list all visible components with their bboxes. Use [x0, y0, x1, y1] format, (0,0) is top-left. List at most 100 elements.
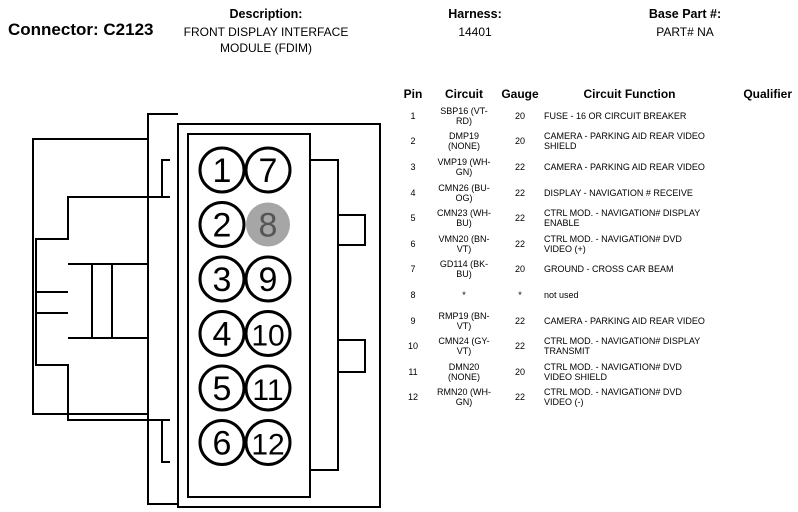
table-row: 6 VMN20 (BN-VT) 22 CTRL MOD. - NAVIGATIO… — [398, 231, 792, 257]
circuit-cell: CMN26 (BU-OG) — [428, 180, 500, 206]
circuit-line-1: RMN20 (WH- — [437, 387, 491, 398]
function-cell: not used — [540, 282, 719, 308]
circuit-line-1: SBP16 (VT- — [440, 105, 488, 116]
pin-1-circle — [198, 146, 246, 194]
qualifier-cell — [719, 231, 792, 257]
function-cell: FUSE - 16 OR CIRCUIT BREAKER — [540, 103, 719, 129]
function-line-1: CAMERA - PARKING AID REAR VIDEO — [544, 315, 705, 326]
description-label: Description: — [229, 7, 303, 21]
pin-5-label: 5 — [213, 370, 232, 408]
pin-number: 10 — [407, 341, 418, 352]
pin-number: 3 — [410, 161, 416, 172]
circuit-line-1: VMP19 (WH- — [437, 156, 491, 167]
qualifier-cell — [719, 308, 792, 334]
pin-number: 6 — [410, 238, 416, 249]
upper-tab — [161, 159, 170, 197]
pin-7-circle — [244, 146, 292, 194]
gauge-cell: * — [518, 289, 522, 300]
pin-2-label: 2 — [213, 207, 232, 245]
gauge-cell: 22 — [514, 213, 525, 224]
pin-cavity-frame — [187, 133, 311, 498]
pin-6-label: 6 — [213, 425, 232, 463]
circuit-line-1: GD114 (BK- — [439, 259, 489, 270]
description-line-1: FRONT DISPLAY INTERFACE — [183, 25, 349, 39]
circuit-line-1: DMN20 — [448, 361, 480, 372]
circuit-line-2: (NONE) — [448, 371, 480, 382]
circuit-line-2: RD) — [456, 115, 472, 126]
table-header-row: Pin Circuit Gauge Circuit Function Quali… — [398, 85, 792, 103]
pin-1-label: 1 — [213, 152, 232, 190]
circuit-cell: SBP16 (VT-RD) — [428, 103, 500, 129]
header-gauge: Gauge — [501, 87, 539, 101]
harness-value: 14401 — [458, 25, 492, 39]
circuit-cell: DMN20(NONE) — [428, 359, 500, 385]
pin-9-circle — [244, 255, 292, 303]
header-qualifier: Qualifier — [743, 87, 792, 101]
pin-6-circle — [198, 419, 246, 466]
base-part-label: Base Part #: — [648, 7, 722, 21]
pin-7-label: 7 — [259, 152, 278, 190]
pin-number: 9 — [410, 315, 416, 326]
circuit-line-1: VMN20 (BN- — [438, 233, 490, 244]
gauge-cell: 20 — [514, 110, 525, 121]
table-row: 11 DMN20(NONE) 20 CTRL MOD. - NAVIGATION… — [398, 359, 792, 385]
table-row: 8 * * not used — [398, 282, 792, 308]
qualifier-cell — [719, 205, 792, 231]
pin-number: 4 — [410, 187, 416, 198]
pin-4-circle — [198, 310, 246, 357]
function-line-2: SHIELD — [544, 141, 577, 152]
function-line-1: CAMERA - PARKING AID REAR VIDEO — [544, 161, 705, 172]
table-row: 9 RMP19 (BN-VT) 22 CAMERA - PARKING AID … — [398, 308, 792, 334]
table-row: 1 SBP16 (VT-RD) 20 FUSE - 16 OR CIRCUIT … — [398, 103, 792, 129]
gauge-cell: 22 — [514, 187, 525, 198]
circuit-line-1: CMN26 (BU- — [438, 182, 490, 193]
base-part-value: PART# NA — [656, 25, 714, 39]
gauge-cell: 20 — [514, 136, 525, 147]
table-row: 4 CMN26 (BU-OG) 22 DISPLAY - NAVIGATION … — [398, 180, 792, 206]
circuit-line-2: OG) — [455, 192, 473, 203]
pin-10-circle — [244, 310, 292, 357]
pin-number: 11 — [408, 366, 418, 377]
pin-4-label: 4 — [213, 316, 232, 354]
description-line-2: MODULE (FDIM) — [220, 41, 312, 55]
function-cell: CAMERA - PARKING AID REAR VIDEO — [540, 154, 719, 180]
qualifier-cell — [719, 129, 792, 155]
pin-11-label: 11 — [252, 374, 283, 407]
qualifier-cell — [719, 257, 792, 283]
function-line-1: CTRL MOD. - NAVIGATION# DVD — [544, 387, 682, 398]
connector-body — [177, 123, 381, 508]
header-function: Circuit Function — [583, 87, 676, 101]
qualifier-cell — [719, 359, 792, 385]
table-row: 7 GD114 (BK-BU) 20 GROUND - CROSS CAR BE… — [398, 257, 792, 283]
circuit-line-2: VT) — [456, 346, 472, 357]
circuit-cell: CMN24 (GY-VT) — [428, 333, 500, 359]
gauge-cell: 20 — [514, 264, 525, 275]
circuit-cell: RMP19 (BN-VT) — [428, 308, 500, 334]
qualifier-cell — [719, 103, 792, 129]
pin-9-label: 9 — [259, 261, 278, 299]
harness-label: Harness: — [448, 7, 502, 21]
pin-8-label: 8 — [259, 207, 278, 245]
gauge-cell: 22 — [514, 315, 525, 326]
gauge-cell: 22 — [514, 341, 525, 352]
outer-shell — [32, 113, 178, 505]
circuit-line-1: CMN23 (WH- — [437, 208, 491, 219]
pin-number: 1 — [410, 110, 416, 121]
circuit-line-2: GN) — [455, 166, 473, 177]
qualifier-cell — [719, 282, 792, 308]
key-notch-bottom — [338, 339, 366, 373]
circuit-cell: RMN20 (WH-GN) — [428, 385, 500, 411]
latch-outline — [35, 196, 170, 421]
function-line-1: CTRL MOD. - NAVIGATION# DVD — [544, 233, 682, 244]
function-line-1: CAMERA - PARKING AID REAR VIDEO — [544, 131, 705, 142]
pin-number: 12 — [407, 392, 418, 403]
pin-2-circle — [198, 201, 246, 248]
table-row: 2 DMP19(NONE) 20 CAMERA - PARKING AID RE… — [398, 129, 792, 155]
function-cell: CAMERA - PARKING AID REAR VIDEO — [540, 308, 719, 334]
circuit-line-2: BU) — [456, 218, 472, 229]
